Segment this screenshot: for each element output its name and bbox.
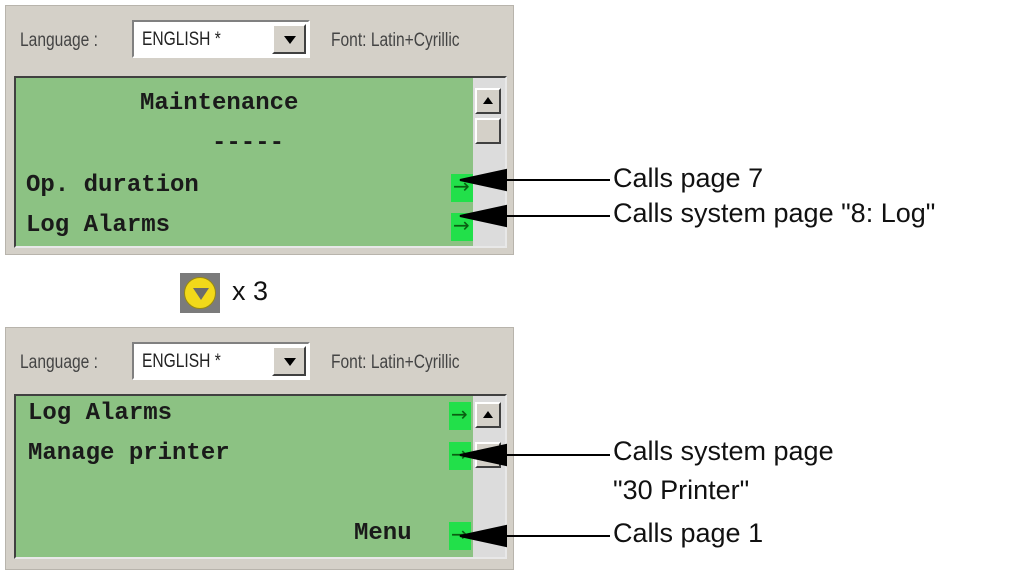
- arrow-head: [459, 524, 507, 548]
- goto-page-icon[interactable]: [449, 402, 471, 430]
- down-arrow-button-icon[interactable]: [180, 273, 220, 313]
- arrow-head: [459, 168, 507, 192]
- language-select[interactable]: ENGLISH *: [132, 20, 310, 58]
- panel-toolbar: Language : ENGLISH * Font: Latin+Cyrilli…: [6, 6, 513, 72]
- screen-title: Maintenance: [140, 90, 299, 117]
- language-value: ENGLISH *: [142, 29, 221, 50]
- font-label: Font: Latin+Cyrillic: [331, 30, 460, 51]
- annotation-calls-printer-2: "30 Printer": [613, 475, 750, 505]
- goto-page-icon[interactable]: [451, 213, 473, 241]
- font-label: Font: Latin+Cyrillic: [331, 352, 460, 373]
- annotation-calls-page-7: Calls page 7: [613, 163, 764, 193]
- lcd-screen: Log Alarms Manage printer Menu: [14, 394, 507, 559]
- menu-item-log-alarms[interactable]: Log Alarms: [26, 212, 171, 239]
- annotation-calls-printer: Calls system page: [613, 436, 834, 466]
- dropdown-arrow-icon[interactable]: [272, 346, 306, 376]
- repeat-count: x 3: [232, 276, 269, 306]
- display-panel-bottom: Language : ENGLISH * Font: Latin+Cyrilli…: [5, 327, 514, 570]
- annotation-calls-log: Calls system page "8: Log": [613, 198, 936, 228]
- menu-item-menu[interactable]: Menu: [354, 520, 412, 547]
- arrow-head: [459, 204, 507, 228]
- screen-separator: -----: [212, 130, 285, 157]
- menu-item-manage-printer[interactable]: Manage printer: [28, 440, 230, 467]
- display-panel-top: Language : ENGLISH * Font: Latin+Cyrilli…: [5, 5, 514, 255]
- language-label: Language :: [20, 30, 98, 51]
- lcd-screen: Maintenance ----- Op. duration Log Alarm…: [14, 76, 507, 248]
- menu-item-op-duration[interactable]: Op. duration: [26, 172, 199, 199]
- dropdown-arrow-icon[interactable]: [272, 24, 306, 54]
- language-label: Language :: [20, 352, 98, 373]
- language-value: ENGLISH *: [142, 351, 221, 372]
- scroll-up-icon[interactable]: [475, 402, 501, 428]
- panel-toolbar: Language : ENGLISH * Font: Latin+Cyrilli…: [6, 328, 513, 394]
- scroll-thumb[interactable]: [475, 118, 501, 144]
- scroll-up-icon[interactable]: [475, 88, 501, 114]
- annotation-calls-page-1: Calls page 1: [613, 518, 764, 548]
- arrow-head: [459, 443, 507, 467]
- menu-item-log-alarms[interactable]: Log Alarms: [28, 400, 173, 427]
- language-select[interactable]: ENGLISH *: [132, 342, 310, 380]
